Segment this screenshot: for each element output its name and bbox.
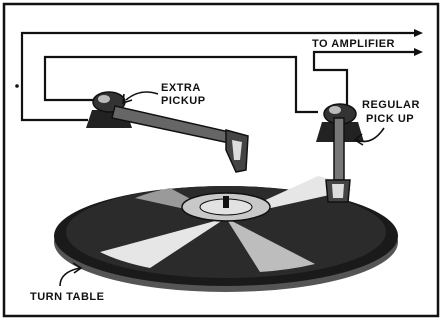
to-amplifier-label: TO AMPLIFIER [312, 38, 395, 50]
margin-dot [15, 84, 19, 88]
turntable-label: TURN TABLE [30, 291, 104, 303]
extra-pickup-label-line1: EXTRA [161, 82, 201, 94]
turntable-arrow [60, 263, 81, 286]
regular-pickup-label-line1: REGULAR [362, 99, 420, 111]
regular-pickup-label-line2: PICK UP [366, 113, 414, 125]
extra-pickup-label-line2: PICKUP [161, 95, 206, 107]
extra-pickup-arrow [123, 92, 158, 103]
